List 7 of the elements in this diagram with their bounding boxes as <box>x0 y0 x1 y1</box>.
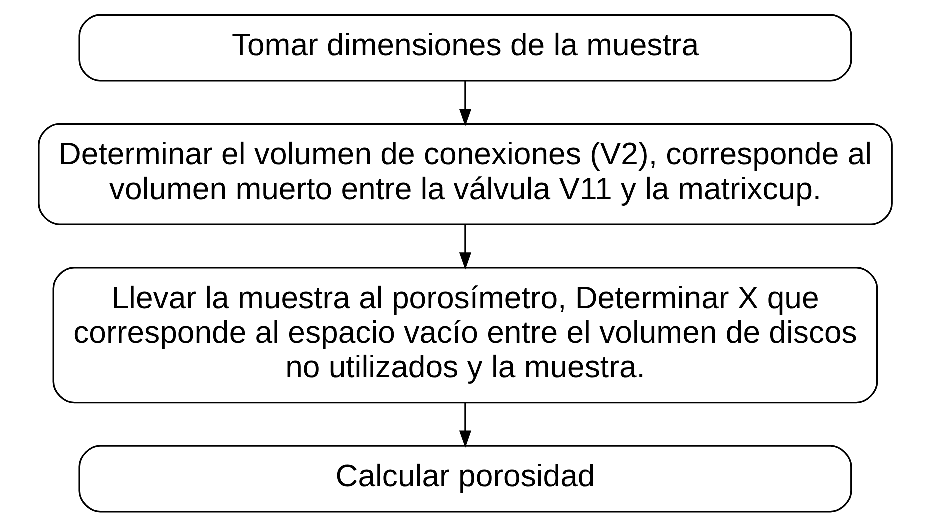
arrow <box>458 403 472 448</box>
node-box: Calcular porosidad <box>78 445 852 513</box>
arrow <box>458 225 472 270</box>
arrow <box>458 81 472 127</box>
node-box: Tomar dimensiones de la muestra <box>78 14 852 82</box>
node-box: Llevar la muestra al porosímetro, Determinar X que corresponde al espacio vacío entre el volumen de discos no utilizados y la muestra. <box>52 266 878 404</box>
node-box: Determinar el volumen de conexiones (V2), corresponde al volumen muerto entre la válvula V11 y la matrixcup. <box>38 123 892 226</box>
